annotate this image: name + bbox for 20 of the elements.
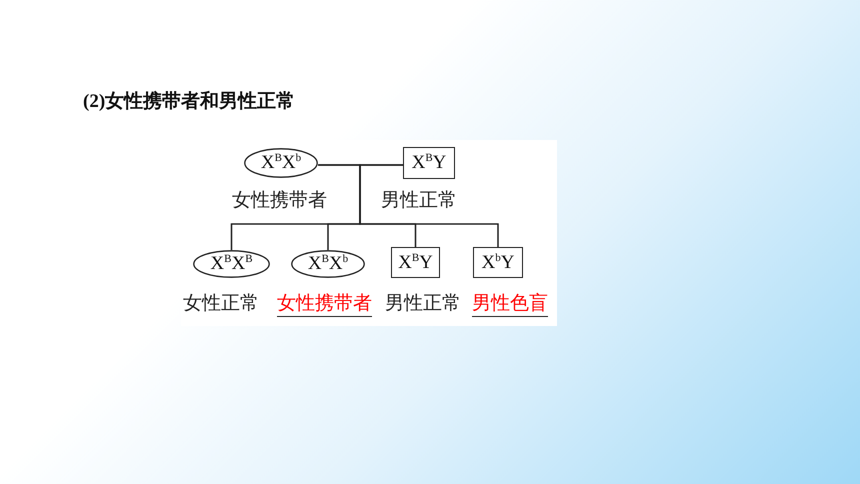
heading: (2)女性携带者和男性正常	[83, 90, 296, 114]
female-ellipse	[244, 148, 318, 178]
phenotype-label: 男性正常	[381, 188, 457, 212]
phenotype-label: 男性正常	[385, 291, 461, 315]
descent-line	[359, 164, 499, 247]
genotype-label: X$^{B}$Y	[412, 152, 446, 174]
genotype-label: X$^{B}$Y	[398, 252, 433, 274]
male-box	[403, 147, 455, 179]
phenotype-label: 女性携带者	[277, 291, 372, 317]
phenotype-label: 女性正常	[183, 291, 259, 315]
genotype-label: X$^{B}$X$^{b}$	[260, 152, 302, 174]
genotype-label: X$^{b}$Y	[482, 252, 514, 274]
female-ellipse	[291, 250, 365, 278]
genotype-label: X$^{B}$X$^{b}$	[308, 253, 348, 275]
male-box	[473, 247, 523, 278]
genotype-label: X$^{B}$X$^{B}$	[210, 253, 253, 275]
phenotype-label: 男性色盲	[472, 291, 548, 317]
phenotype-label: 女性携带者	[232, 188, 327, 212]
male-box	[391, 247, 440, 278]
female-ellipse	[193, 250, 270, 278]
